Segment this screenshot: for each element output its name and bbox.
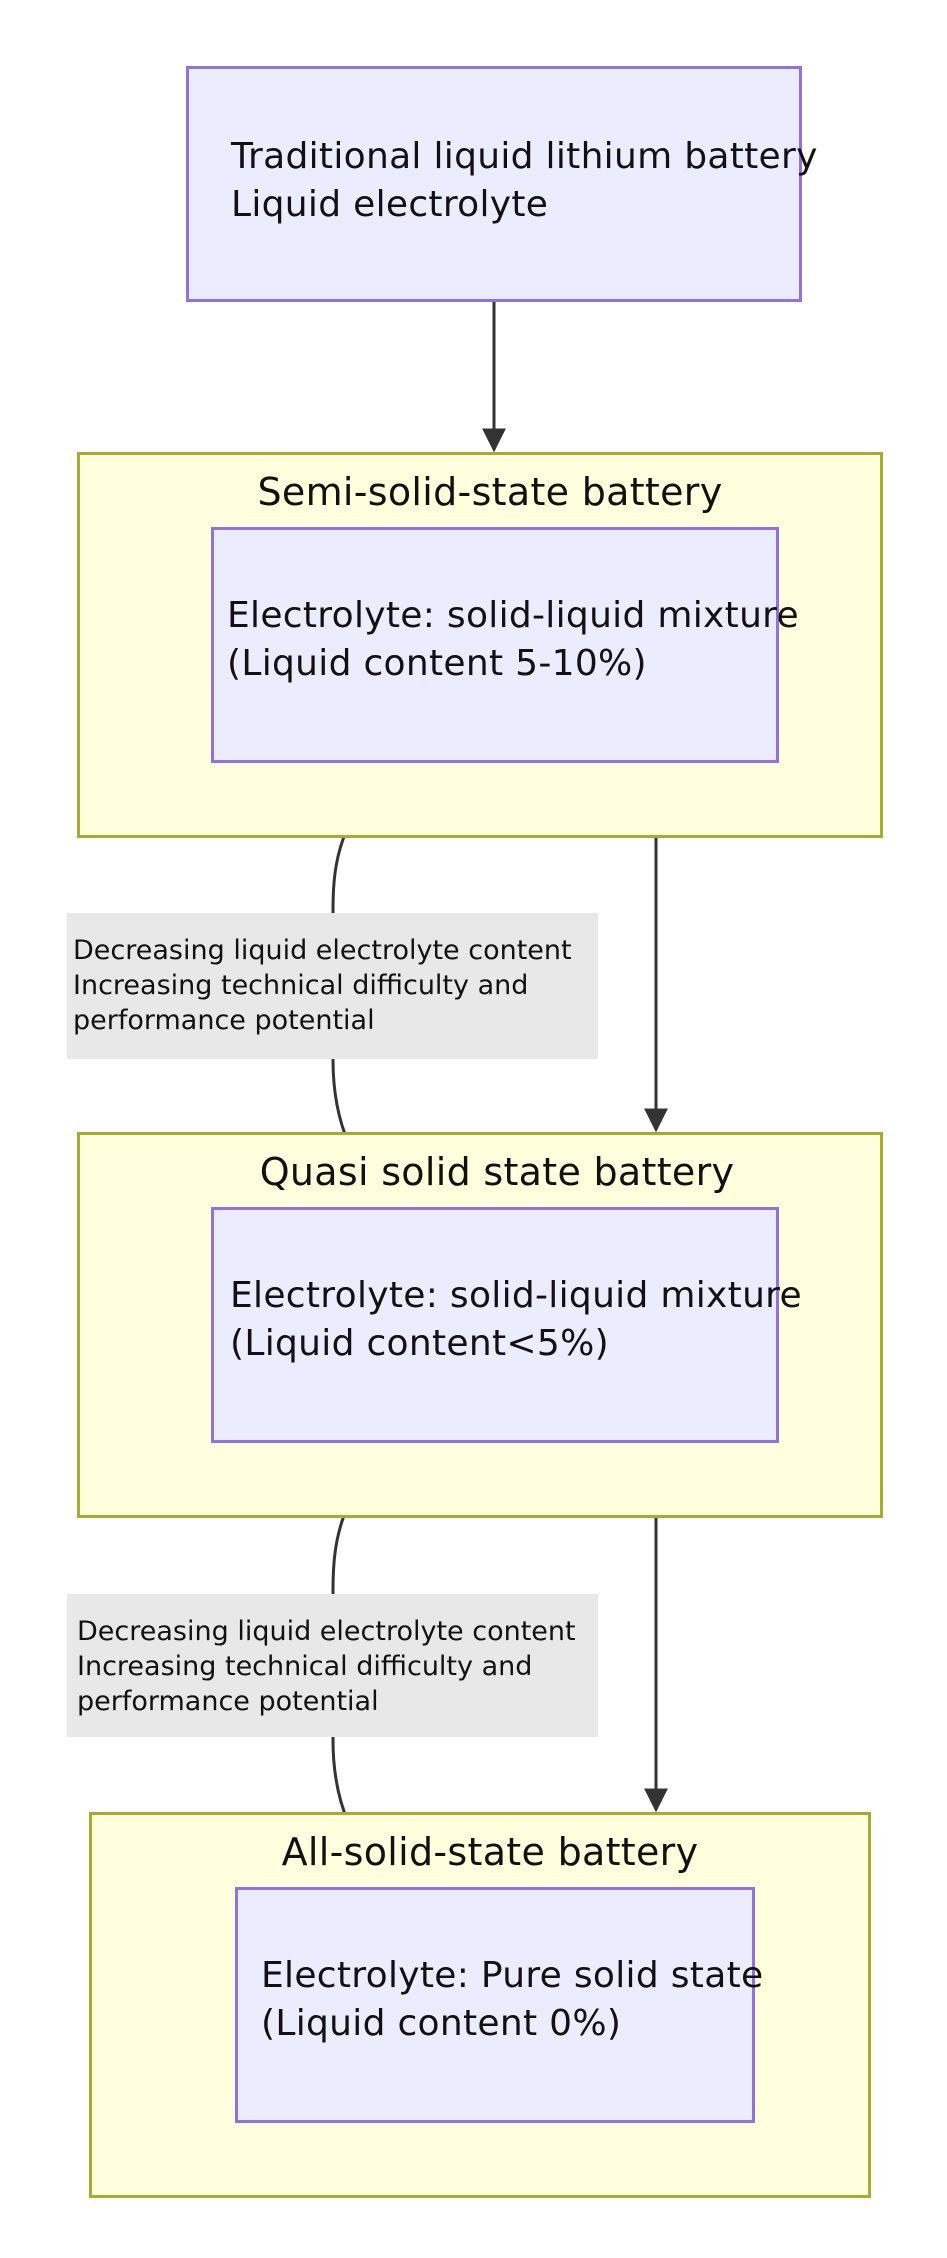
edge-label-line: Increasing technical difficulty and [77, 1651, 533, 1682]
edge-label-line: performance potential [73, 1005, 375, 1036]
edge-label-text: Decreasing liquid electrolyte content In… [73, 933, 572, 1038]
node-line: Electrolyte: solid-liquid mixture [230, 1275, 802, 1316]
edge-label-semi-to-quasi: Decreasing liquid electrolyte content In… [67, 913, 598, 1059]
cluster-title: All-solid-state battery [281, 1830, 699, 1874]
cluster-title: Semi-solid-state battery [257, 470, 723, 514]
node-line: Traditional liquid lithium battery [231, 136, 818, 177]
edge-label-line: performance potential [77, 1686, 379, 1717]
node-all-solid-text: Electrolyte: Pure solid state (Liquid co… [261, 1952, 763, 2048]
node-line: (Liquid content 5-10%) [227, 643, 647, 684]
node-quasi-solid: Electrolyte: solid-liquid mixture (Liqui… [211, 1207, 802, 1443]
node-line: Electrolyte: Pure solid state [261, 1955, 764, 1996]
cluster-title: Quasi solid state battery [259, 1150, 735, 1194]
node-line: (Liquid content 0%) [261, 2003, 622, 2044]
node-semi-solid: Electrolyte: solid-liquid mixture (Liqui… [211, 527, 799, 763]
node-traditional-battery-text: Traditional liquid lithium battery Liqui… [231, 133, 818, 229]
node-semi-solid-text: Electrolyte: solid-liquid mixture (Liqui… [227, 592, 799, 688]
edge-label-text: Decreasing liquid electrolyte content In… [77, 1614, 576, 1719]
node-line: Electrolyte: solid-liquid mixture [227, 595, 799, 636]
node-traditional-battery: Traditional liquid lithium battery Liqui… [186, 66, 817, 302]
node-all-solid: Electrolyte: Pure solid state (Liquid co… [235, 1887, 763, 2123]
edge-label-line: Decreasing liquid electrolyte content [77, 1616, 576, 1647]
edge-label-quasi-to-all: Decreasing liquid electrolyte content In… [67, 1594, 598, 1737]
node-quasi-solid-text: Electrolyte: solid-liquid mixture (Liqui… [230, 1272, 802, 1368]
node-line: (Liquid content<5%) [230, 1323, 609, 1364]
edge-label-line: Decreasing liquid electrolyte content [73, 935, 572, 966]
node-line: Liquid electrolyte [231, 184, 549, 225]
edge-label-line: Increasing technical difficulty and [73, 970, 529, 1001]
